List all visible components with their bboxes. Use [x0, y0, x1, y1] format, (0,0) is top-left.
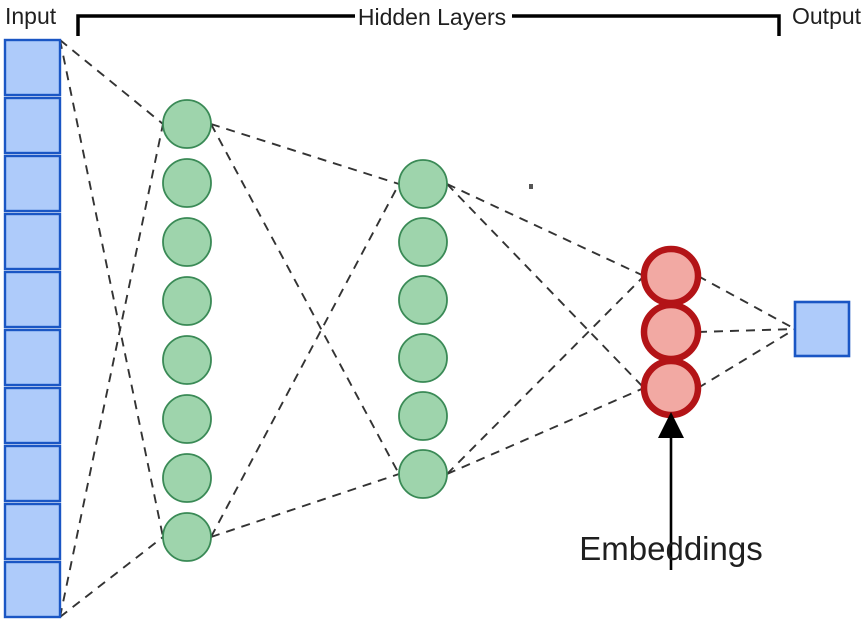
- connection-edge: [446, 183, 645, 277]
- input-node: [3, 444, 62, 503]
- input-node: [3, 96, 62, 155]
- connection-edge: [59, 39, 164, 125]
- output-node: [793, 300, 851, 358]
- connection-edge: [210, 123, 400, 185]
- connection-edge: [210, 183, 400, 538]
- input-node: [3, 38, 62, 97]
- hidden-1-node: [162, 335, 212, 385]
- connection-edge: [59, 123, 164, 618]
- connection-edge: [210, 473, 400, 538]
- embeddings-arrow-head: [658, 412, 684, 438]
- output-label: Output: [792, 3, 862, 29]
- connection-edge: [446, 275, 645, 475]
- embeddings-layer: [640, 245, 702, 419]
- output-layer: [793, 300, 851, 358]
- edges-input-to-hidden1: [59, 39, 164, 618]
- embeddings-node: [640, 357, 702, 419]
- hidden-1-node: [162, 394, 212, 444]
- hidden-layers-label: Hidden Layers: [358, 4, 506, 30]
- edges-hidden2-to-embeddings: [446, 183, 645, 475]
- bracket-right-segment: [512, 14, 781, 36]
- hidden-layers-bracket: [76, 14, 781, 36]
- hidden-2-node: [398, 449, 448, 499]
- connection-edge: [210, 123, 400, 475]
- connection-edge: [59, 39, 164, 538]
- hidden-1-node: [162, 276, 212, 326]
- connection-edge: [446, 387, 645, 475]
- input-node: [3, 154, 62, 213]
- hidden-1-node: [162, 99, 212, 149]
- input-node: [3, 212, 62, 271]
- input-node: [3, 328, 62, 387]
- input-node: [3, 560, 62, 619]
- connection-edge: [697, 275, 796, 330]
- edges-embeddings-to-output: [697, 275, 796, 389]
- hidden-1-node: [162, 217, 212, 267]
- connection-edge: [697, 328, 796, 389]
- hidden-2-node: [398, 333, 448, 383]
- bracket-left-segment: [76, 14, 355, 36]
- stray-speck: [529, 184, 533, 189]
- hidden-1-node: [162, 453, 212, 503]
- hidden-2-node: [398, 275, 448, 325]
- hidden-layer-2: [398, 159, 448, 499]
- input-label: Input: [5, 3, 57, 29]
- hidden-2-node: [398, 391, 448, 441]
- connection-edge: [59, 536, 164, 618]
- embeddings-annotation-arrow: [658, 412, 684, 570]
- input-node: [3, 502, 62, 561]
- input-node: [3, 270, 62, 329]
- edges-hidden1-to-hidden2: [210, 123, 400, 538]
- hidden-2-node: [398, 159, 448, 209]
- input-node: [3, 386, 62, 445]
- embeddings-node: [640, 245, 702, 307]
- embeddings-node: [640, 301, 702, 363]
- embeddings-label: Embeddings: [579, 530, 762, 567]
- connection-edge: [446, 183, 645, 389]
- hidden-2-node: [398, 217, 448, 267]
- hidden-layer-1: [162, 99, 212, 562]
- hidden-1-node: [162, 158, 212, 208]
- input-layer: [3, 38, 62, 619]
- connection-edge: [697, 328, 796, 333]
- hidden-1-node: [162, 512, 212, 562]
